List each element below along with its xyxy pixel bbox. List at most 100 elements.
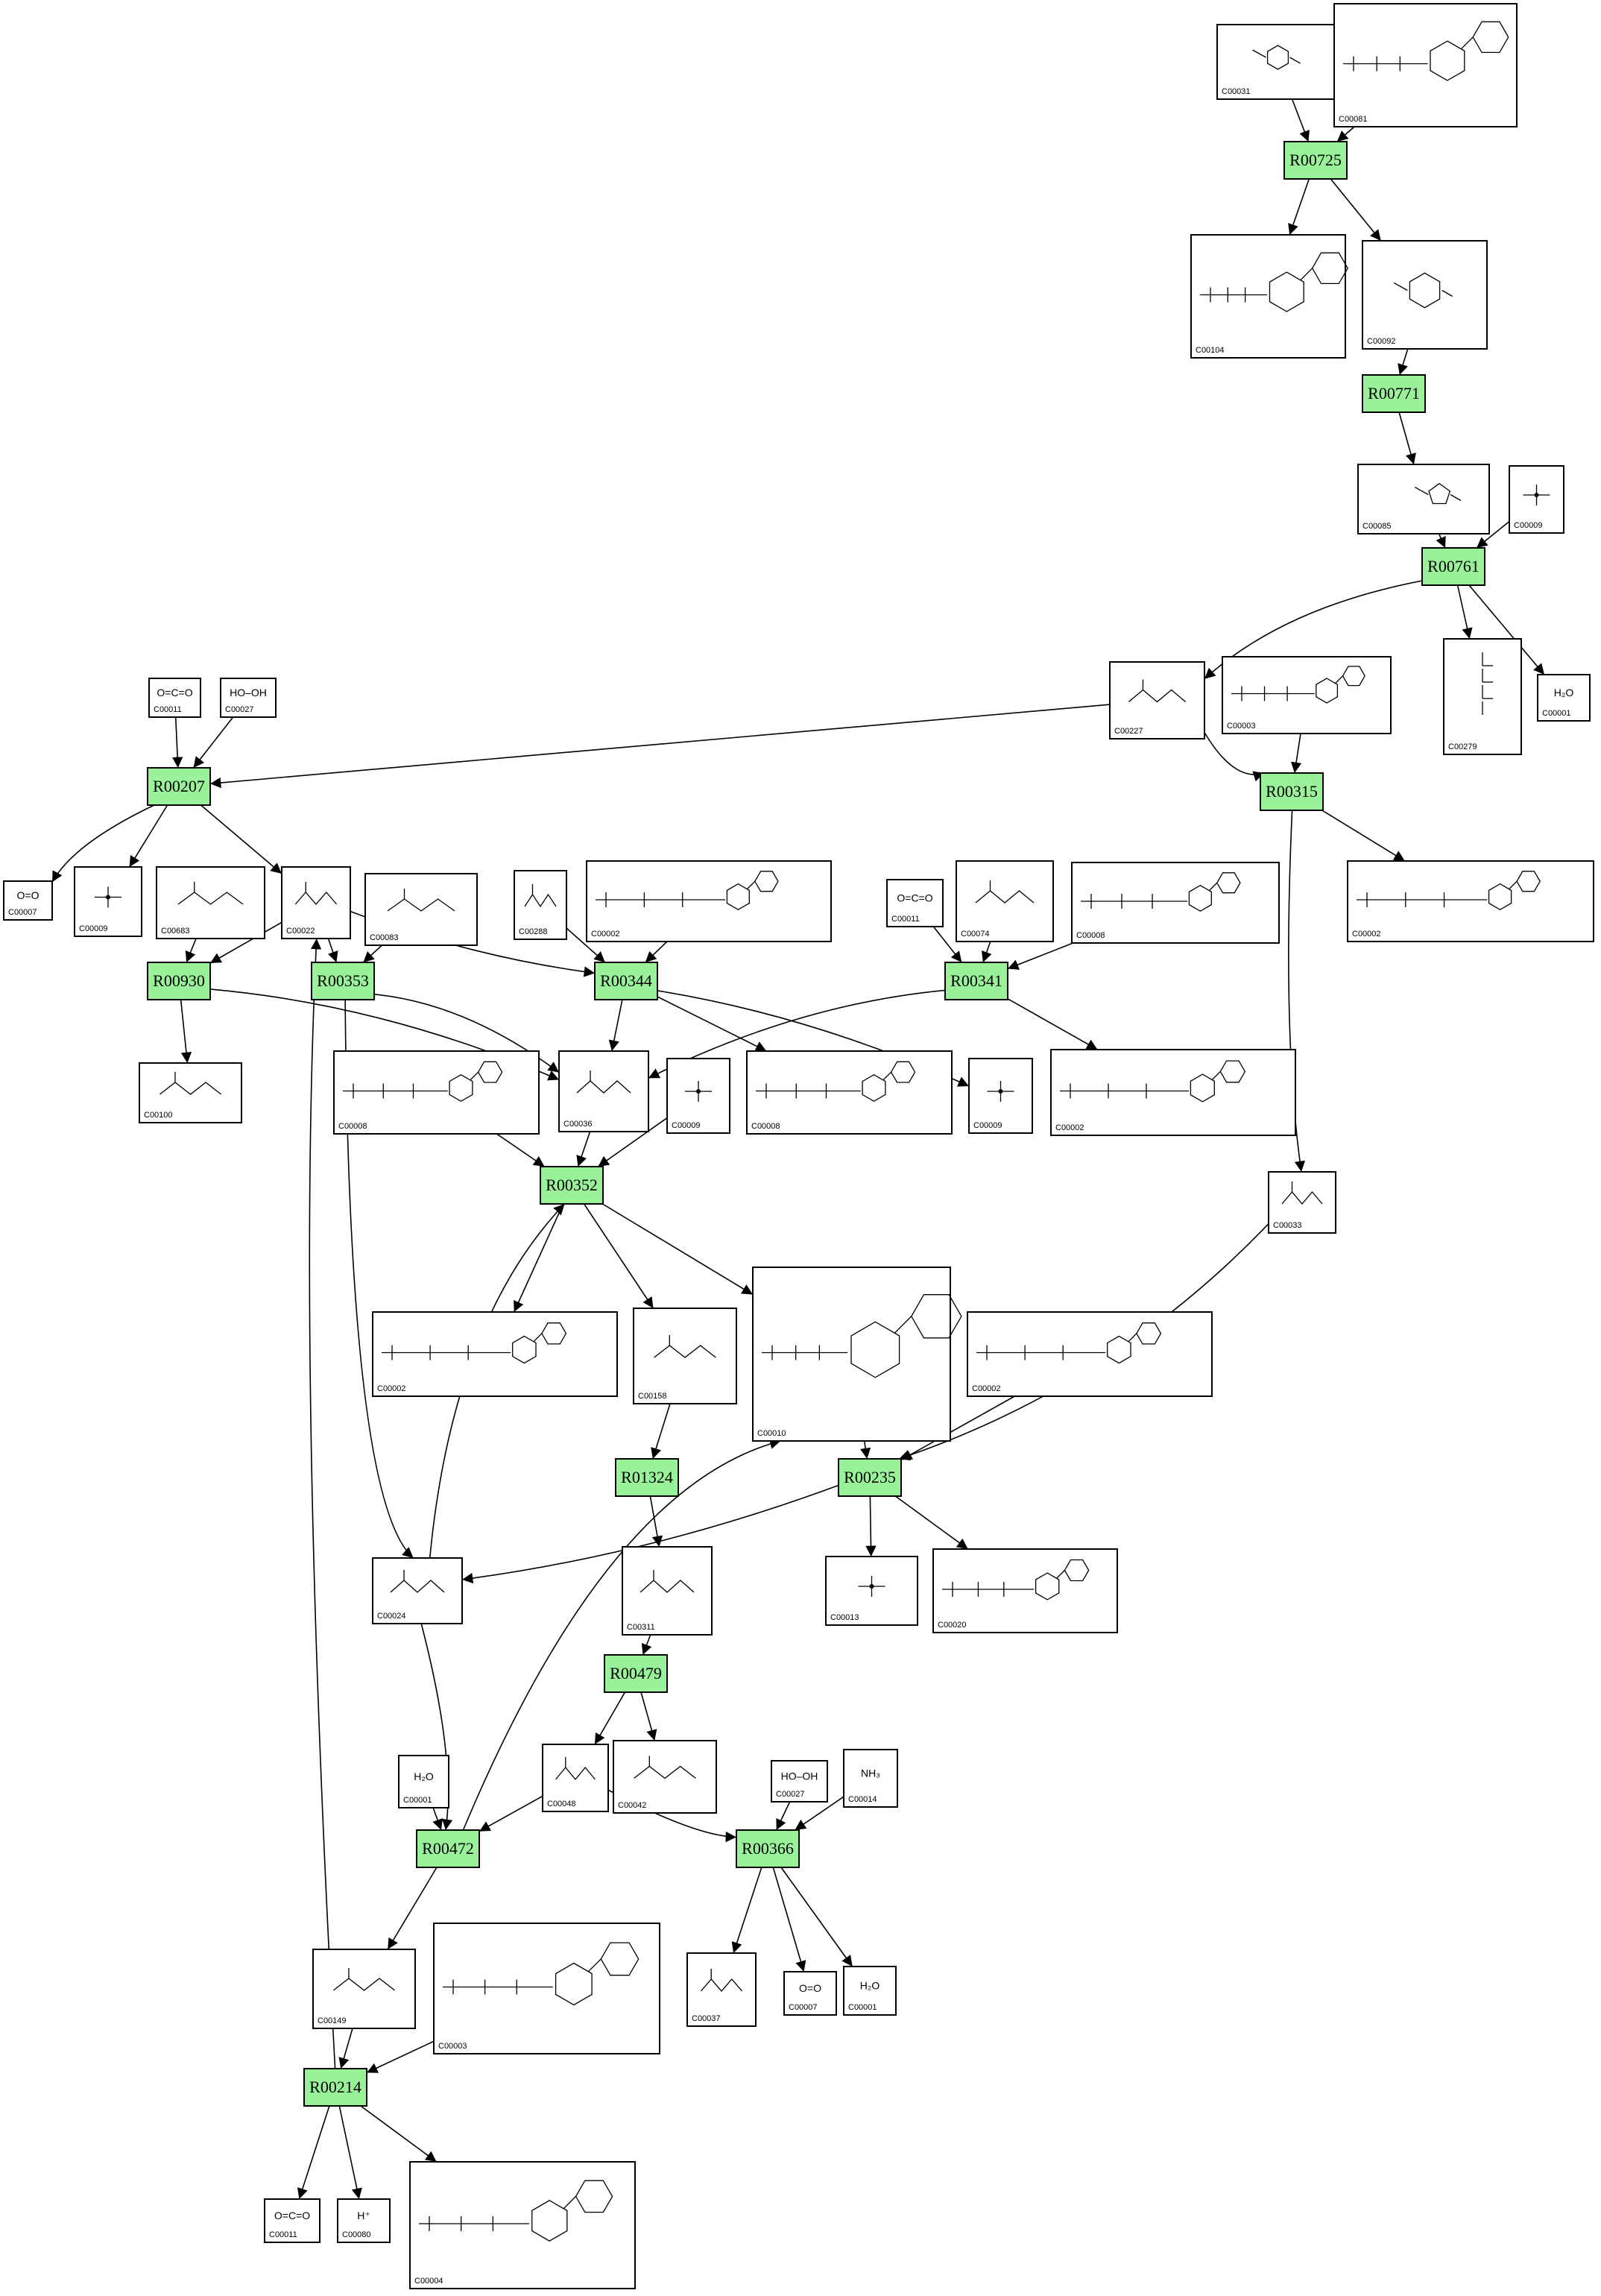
reaction-edge — [1291, 98, 1310, 142]
compound-node: C00009 — [1509, 465, 1564, 534]
compound-id: C00080 — [342, 2230, 371, 2239]
reaction-edge — [1330, 178, 1382, 242]
compound-node: C00031 — [1216, 24, 1339, 100]
compound-box — [281, 866, 351, 939]
reaction-box[interactable] — [1283, 141, 1348, 180]
compound-id: C00100 — [144, 1111, 173, 1120]
compound-node: C00003 — [1222, 656, 1392, 734]
reaction-box[interactable] — [615, 1458, 679, 1497]
reaction-node[interactable]: R00761 — [1421, 547, 1485, 586]
reaction-edge — [128, 804, 168, 868]
reaction-edge — [360, 2105, 438, 2163]
compound-node: C00022 — [281, 866, 351, 939]
reaction-edge — [594, 1691, 626, 1745]
compound-node: C00683 — [156, 866, 265, 939]
compound-node: C00008 — [1071, 862, 1280, 944]
compound-node: C00024 — [372, 1557, 463, 1624]
compound-node: C00002 — [1347, 860, 1594, 942]
compound-id: C00027 — [776, 1790, 805, 1799]
compound-box — [613, 1740, 717, 1814]
reaction-box[interactable] — [303, 2068, 367, 2107]
reaction-node[interactable]: R00771 — [1362, 374, 1426, 413]
reaction-box[interactable] — [594, 962, 658, 1000]
reaction-box[interactable] — [736, 1829, 800, 1868]
reaction-box[interactable] — [416, 1829, 480, 1868]
reaction-edge — [566, 927, 606, 963]
compound-id: C00149 — [318, 2016, 347, 2025]
reaction-edge — [338, 2105, 362, 2200]
compound-id: C00004 — [414, 2277, 443, 2286]
compound-node: C00037 — [686, 1952, 757, 2027]
reaction-box[interactable] — [1260, 772, 1324, 811]
reaction-label: R00352 — [546, 1176, 598, 1194]
compound-id: C00288 — [519, 927, 548, 936]
reaction-edge — [1007, 942, 1073, 970]
reaction-label: R00725 — [1289, 151, 1342, 169]
reaction-box[interactable] — [838, 1458, 902, 1497]
reaction-box[interactable] — [147, 962, 211, 1000]
reaction-edge — [641, 1634, 652, 1656]
compound-box — [967, 1311, 1213, 1397]
compound-formula: HO–OH — [230, 687, 267, 698]
reaction-node[interactable]: R01324 — [615, 1458, 679, 1497]
reaction-box[interactable] — [1362, 374, 1426, 413]
reaction-node[interactable]: R00930 — [147, 962, 211, 1000]
compound-id: C00007 — [8, 908, 37, 917]
reaction-label: R00353 — [317, 971, 369, 990]
compound-node: C00104 — [1190, 234, 1348, 359]
reaction-edge — [1204, 732, 1265, 782]
reaction-node[interactable]: R00341 — [944, 962, 1008, 1000]
compound-node: C00036 — [558, 1050, 649, 1132]
reaction-node[interactable]: R00366 — [736, 1829, 800, 1868]
reaction-node[interactable]: R00207 — [147, 767, 211, 806]
reaction-edge — [1468, 584, 1545, 675]
reaction-node[interactable]: R00353 — [311, 962, 375, 1000]
reaction-label: R00472 — [422, 1839, 474, 1858]
reaction-node[interactable]: R00472 — [416, 1829, 480, 1868]
compound-box — [843, 1749, 898, 1808]
reaction-label: R00930 — [153, 971, 205, 990]
compound-id: C00104 — [1196, 346, 1225, 355]
compound-box — [1222, 656, 1392, 734]
reaction-node[interactable]: R00315 — [1260, 772, 1324, 811]
reaction-node[interactable]: R00479 — [604, 1654, 668, 1693]
reaction-node[interactable]: R00235 — [838, 1458, 902, 1497]
reaction-box[interactable] — [1421, 547, 1485, 586]
compound-id: C00092 — [1367, 337, 1396, 346]
compound-id: C00002 — [1055, 1123, 1084, 1132]
compound-box — [433, 1923, 660, 2054]
compound-box — [3, 880, 53, 921]
compound-node: C00013 — [825, 1556, 918, 1626]
reaction-box[interactable] — [944, 962, 1008, 1000]
reaction-edge — [513, 1203, 564, 1313]
compound-node: C00074 — [956, 860, 1054, 942]
reaction-box[interactable] — [540, 1166, 604, 1205]
reaction-edge — [192, 716, 234, 769]
compound-box — [746, 1050, 953, 1135]
reaction-box[interactable] — [604, 1654, 668, 1693]
compound-id: C00009 — [973, 1121, 1002, 1130]
reaction-edge — [171, 716, 183, 769]
reaction-node[interactable]: R00214 — [303, 2068, 367, 2107]
reaction-box[interactable] — [311, 962, 375, 1000]
compound-id: C00085 — [1362, 522, 1392, 531]
reaction-node[interactable]: R00344 — [594, 962, 658, 1000]
reaction-node[interactable]: R00352 — [540, 1166, 604, 1205]
compound-formula: NH₃ — [861, 1767, 880, 1779]
compound-box — [771, 1760, 828, 1803]
compound-node: C00003 — [433, 1923, 660, 2054]
reaction-edge — [1456, 584, 1473, 640]
compound-formula: H₂O — [860, 1980, 880, 1992]
compound-node: C00002 — [967, 1311, 1213, 1397]
compound-id: C00008 — [338, 1122, 367, 1131]
reaction-edge — [309, 938, 336, 2069]
reaction-box[interactable] — [147, 767, 211, 806]
reaction-node[interactable]: R00725 — [1283, 141, 1348, 180]
compound-node: C00010 — [752, 1267, 962, 1442]
compound-box — [886, 879, 944, 927]
